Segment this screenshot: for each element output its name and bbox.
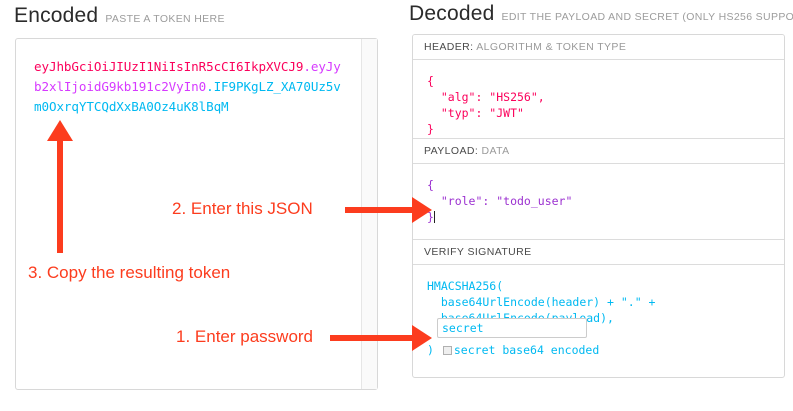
payload-label-strong: PAYLOAD:: [424, 145, 479, 157]
payload-section-label: PAYLOAD: DATA: [413, 139, 784, 164]
annotation-step-3: 3. Copy the resulting token: [28, 263, 231, 282]
token-separator-1: .: [303, 59, 311, 74]
header-json-editor[interactable]: { "alg": "HS256", "typ": "JWT" }: [413, 60, 784, 139]
signature-section-label: VERIFY SIGNATURE: [413, 240, 784, 265]
annotation-step-1: 1. Enter password: [176, 327, 314, 346]
annotation-arrow-1-shaft: [330, 335, 415, 341]
encoded-subtitle: PASTE A TOKEN HERE: [105, 13, 225, 25]
payload-json-editor[interactable]: { "role": "todo_user" }: [413, 164, 784, 240]
signature-label-strong: VERIFY SIGNATURE: [424, 246, 532, 258]
decoded-title: Decoded: [409, 2, 495, 25]
decoded-panel: HEADER: ALGORITHM & TOKEN TYPE { "alg": …: [412, 34, 785, 378]
annotation-arrow-1-head: [412, 325, 432, 351]
base64-encoded-checkbox[interactable]: [442, 346, 452, 355]
annotation-arrow-2-shaft: [345, 207, 415, 213]
annotation-arrow-3-shaft: [57, 137, 63, 253]
token-signature-segment: IF9PKgLZ_XA70Uz5vm0OxrqYTCQdXxBA0Oz4uK8l…: [34, 79, 341, 114]
encoded-token-text[interactable]: eyJhbGciOiJIUzI1NiIsInR5cCI6IkpXVCJ9.eyJ…: [34, 57, 344, 117]
header-section-label: HEADER: ALGORITHM & TOKEN TYPE: [413, 35, 784, 60]
encoded-scrollbar[interactable]: [361, 39, 377, 389]
encoded-title: Encoded: [14, 4, 99, 27]
header-label-muted: ALGORITHM & TOKEN TYPE: [476, 41, 627, 53]
annotation-arrow-2-head: [412, 197, 432, 223]
encoded-heading: Encoded PASTE A TOKEN HERE: [14, 4, 225, 28]
base64-encoded-label: secret base64 encoded: [453, 343, 600, 357]
annotation-arrow-3-head: [47, 120, 73, 141]
decoded-subtitle: EDIT THE PAYLOAD AND SECRET (ONLY HS256 …: [501, 11, 793, 23]
payload-label-muted: DATA: [481, 145, 510, 157]
text-caret: [433, 211, 435, 223]
annotation-step-2: 2. Enter this JSON: [172, 199, 313, 218]
signature-line-2: base64UrlEncode(header) + "." +: [427, 295, 656, 309]
secret-input[interactable]: [437, 318, 587, 338]
header-label-strong: HEADER:: [424, 41, 474, 53]
signature-closing-row: ) secret base64 encoded: [427, 343, 599, 357]
decoded-heading: Decoded EDIT THE PAYLOAD AND SECRET (ONLY…: [409, 2, 793, 26]
signature-line-1: HMACSHA256(: [427, 279, 504, 293]
signature-editor: HMACSHA256( base64UrlEncode(header) + ".…: [413, 265, 784, 377]
token-header-segment: eyJhbGciOiJIUzI1NiIsInR5cCI6IkpXVCJ9: [34, 59, 304, 74]
token-payload-segment: eyJyb2xlIjoidG9kb191c2VyIn0: [34, 59, 341, 94]
payload-json-text: { "role": "todo_user" }: [427, 178, 573, 224]
encoded-token-panel[interactable]: eyJhbGciOiJIUzI1NiIsInR5cCI6IkpXVCJ9.eyJ…: [15, 38, 378, 390]
token-separator-2: .: [206, 79, 214, 94]
